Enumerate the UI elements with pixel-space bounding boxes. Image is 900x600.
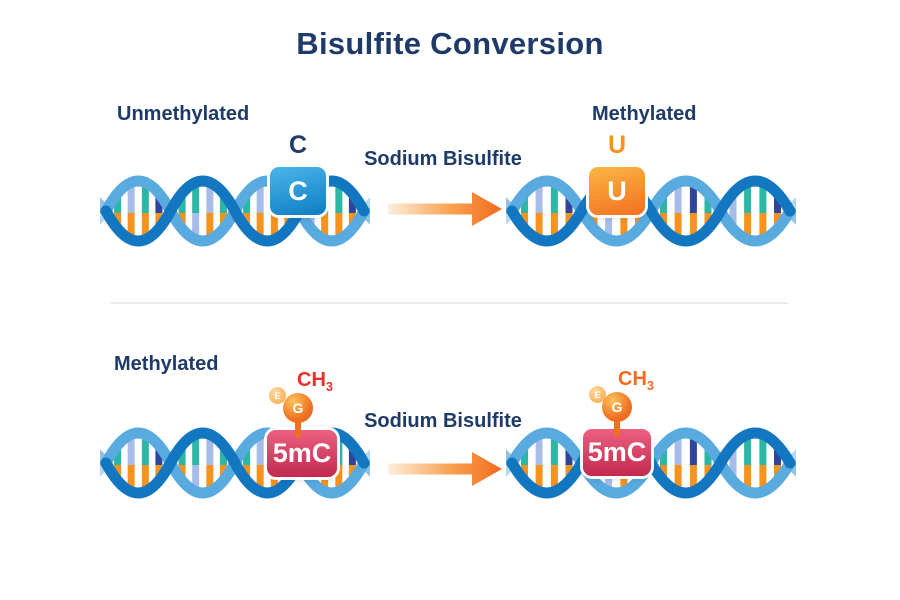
uracil-letter: U xyxy=(607,131,627,159)
methyl-group-small-ball-right-icon: E xyxy=(589,386,606,403)
cytosine-letter: C xyxy=(288,131,308,159)
methyl-group-small-ball-left-icon: E xyxy=(269,387,286,404)
reagent-label-bottom: Sodium Bisulfite xyxy=(364,410,522,432)
label-methylated-top: Methylated xyxy=(592,103,697,125)
label-unmethylated: Unmethylated xyxy=(117,103,250,125)
methyl-stem-left-icon xyxy=(295,413,301,438)
dna-helix-converted-icon xyxy=(506,175,796,247)
methyl-ch: CH xyxy=(618,368,647,390)
5mc-block-left: 5mC xyxy=(267,430,337,477)
methyl-subscript: 3 xyxy=(646,378,655,393)
methyl-group-ball-left-icon: G xyxy=(283,393,313,423)
methyl-group-ball-right-icon: G xyxy=(602,392,632,422)
dna-helix-unmethylated-icon xyxy=(100,175,370,247)
methyl-ch: CH xyxy=(297,369,326,391)
section-divider xyxy=(110,302,788,304)
dna-helix-methylated-after-icon xyxy=(506,427,796,499)
methyl-subscript: 3 xyxy=(325,379,334,394)
label-methylated-bottom: Methylated xyxy=(114,353,219,375)
page-title: Bisulfite Conversion xyxy=(296,26,604,61)
uracil-block: U xyxy=(589,167,645,215)
conversion-arrow-top-icon xyxy=(388,192,502,226)
methyl-stem-right-icon xyxy=(614,412,620,437)
cytosine-block: C xyxy=(270,167,326,215)
conversion-arrow-bottom-icon xyxy=(388,452,502,486)
reagent-label-top: Sodium Bisulfite xyxy=(364,148,522,170)
methyl-formula-right: CH3 xyxy=(618,368,654,393)
methyl-formula-left: CH3 xyxy=(297,369,333,394)
